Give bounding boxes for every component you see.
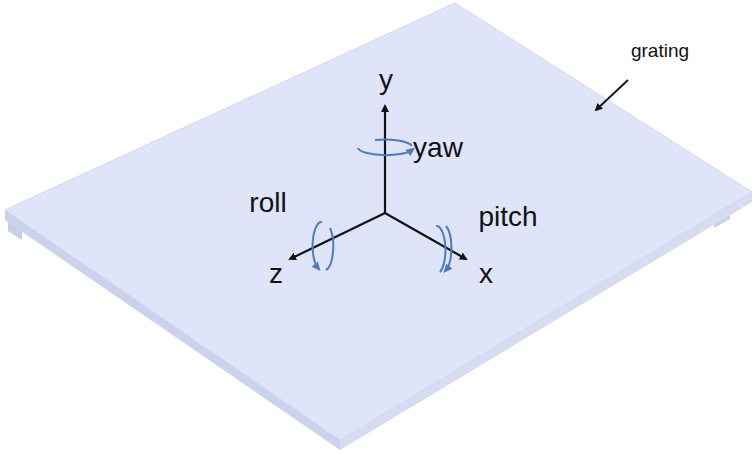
rotation-label: pitch xyxy=(478,203,537,231)
axes xyxy=(290,106,466,259)
axis-label: x xyxy=(479,260,493,288)
axis-label: z xyxy=(269,260,283,288)
part-label: grating xyxy=(631,41,689,60)
axis-label: y xyxy=(379,66,393,94)
leader-arrow xyxy=(596,80,628,110)
rotation-label: roll xyxy=(249,189,286,217)
rotation-label: yaw xyxy=(413,134,463,162)
plate-top xyxy=(5,3,752,440)
